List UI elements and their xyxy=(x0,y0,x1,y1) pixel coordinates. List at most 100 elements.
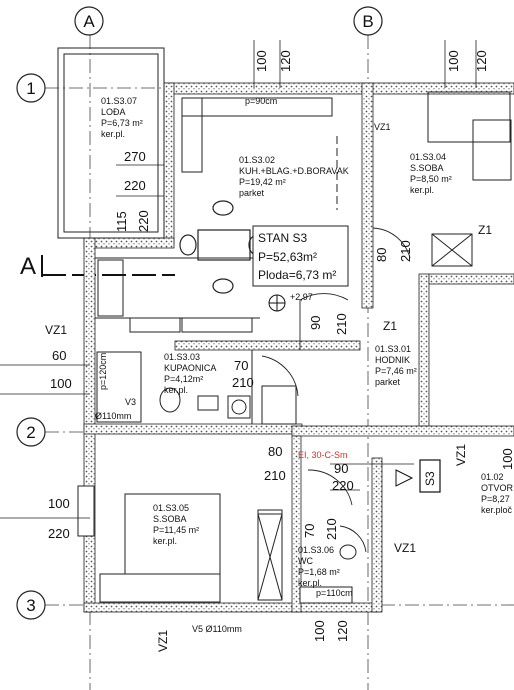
door-swings xyxy=(261,227,411,553)
section-line xyxy=(41,255,175,277)
svg-text:ker.pl.: ker.pl. xyxy=(153,536,177,546)
svg-text:P=1,68 m²: P=1,68 m² xyxy=(298,567,340,577)
sofa xyxy=(181,97,333,173)
stan-loda-area: Ploda=6,73 m² xyxy=(258,268,336,282)
windows xyxy=(77,485,353,604)
svg-text:LOĐA: LOĐA xyxy=(101,107,126,117)
svg-text:ker.ploč: ker.ploč xyxy=(481,505,513,515)
room-otvor: 01.02 OTVOR P=8,27 ker.ploč xyxy=(481,472,514,515)
svg-text:ker.pl.: ker.pl. xyxy=(298,578,322,588)
stan-area: P=52,63m² xyxy=(258,250,317,264)
s3-tag-box xyxy=(419,459,441,493)
room-loda: 01.S3.07 LOĐA P=6,73 m² ker.pl. xyxy=(101,96,143,139)
mark-vz1-c: VZ1 xyxy=(454,444,468,466)
svg-text:01.S3.05: 01.S3.05 xyxy=(153,503,189,513)
svg-text:S.SOBA: S.SOBA xyxy=(153,514,187,524)
mark-fire-rating: EI, 30-C-Sm xyxy=(298,450,348,460)
dim-220-c: 220 xyxy=(332,478,354,493)
mark-p120: p=120cm xyxy=(98,353,108,390)
dim-60: 60 xyxy=(52,348,66,363)
dim-90: 90 xyxy=(308,316,323,330)
loggia-outline xyxy=(57,47,165,239)
svg-text:OTVOR: OTVOR xyxy=(481,483,514,493)
grid-label-a: A xyxy=(83,12,95,31)
room-wc: 01.S3.06 WC P=1,68 m² ker.pl. xyxy=(298,545,340,588)
svg-text:P=8,50 m²: P=8,50 m² xyxy=(410,174,452,184)
bedroom-furniture xyxy=(99,91,512,603)
mark-p90: p=90cm xyxy=(245,96,277,106)
svg-text:01.S3.03: 01.S3.03 xyxy=(164,352,200,362)
dim-270: 270 xyxy=(124,149,146,164)
svg-text:P=11,45 m²: P=11,45 m² xyxy=(153,525,199,535)
svg-text:01.S3.07: 01.S3.07 xyxy=(101,96,137,106)
svg-text:01.S3.06: 01.S3.06 xyxy=(298,545,334,555)
svg-text:01.S3.04: 01.S3.04 xyxy=(410,152,446,162)
dim-70: 70 xyxy=(234,358,248,373)
dim-top-100: 100 xyxy=(254,50,269,72)
svg-text:HODNIK: HODNIK xyxy=(375,355,410,365)
mark-vz1-a: VZ1 xyxy=(45,323,67,337)
stan-box xyxy=(252,225,349,287)
svg-text:01.S3.02: 01.S3.02 xyxy=(239,155,275,165)
room-bath: 01.S3.03 KUPAONICA P=4,12m² ker.pl. xyxy=(164,352,216,395)
mark-vz1-d: VZ1 xyxy=(394,541,416,555)
mark-s3: S3 xyxy=(423,471,437,486)
svg-text:P=19,42 m²: P=19,42 m² xyxy=(239,177,286,187)
room-soba-1: 01.S3.04 S.SOBA P=8,50 m² ker.pl. xyxy=(410,152,452,195)
dining-table xyxy=(179,200,266,294)
mark-d110: Ø110mm xyxy=(95,411,131,421)
grid-label-b: B xyxy=(362,12,373,31)
mark-v3: V3 xyxy=(125,397,136,407)
svg-text:P=8,27: P=8,27 xyxy=(481,494,510,504)
svg-text:KUPAONICA: KUPAONICA xyxy=(164,363,216,373)
dim-70-b: 70 xyxy=(302,524,317,538)
bathroom-fixtures xyxy=(96,351,357,560)
dim-210-e: 210 xyxy=(324,518,339,540)
stan-title: STAN S3 xyxy=(258,231,307,245)
mark-z1-a: Z1 xyxy=(478,223,492,237)
arrow-icon xyxy=(395,469,414,487)
svg-text:parket: parket xyxy=(239,188,265,198)
dimension-lines xyxy=(0,40,477,519)
dim-100-b: 100 xyxy=(48,496,70,511)
svg-text:WC: WC xyxy=(298,556,313,566)
room-kitchen: 01.S3.02 KUH.+BLAG.+D.BORAVAK P=19,42 m²… xyxy=(239,155,349,198)
mark-p110: p=110cm xyxy=(316,588,353,598)
dim-90-b: 90 xyxy=(334,461,348,476)
dim-top-120: 120 xyxy=(278,50,293,72)
partitions xyxy=(95,136,338,424)
room-soba-2: 01.S3.05 S.SOBA P=11,45 m² ker.pl. xyxy=(153,503,199,546)
dim-top-120-b: 120 xyxy=(474,50,489,72)
svg-text:S.SOBA: S.SOBA xyxy=(410,163,444,173)
grid-bubbles xyxy=(16,6,383,620)
dim-100: 100 xyxy=(50,376,72,391)
dim-210: 210 xyxy=(398,240,413,262)
section-label: A xyxy=(20,253,36,280)
dim-bottom-120: 120 xyxy=(335,620,350,642)
svg-text:P=7,46 m²: P=7,46 m² xyxy=(375,366,417,376)
grid-label-2: 2 xyxy=(26,423,35,442)
svg-text:parket: parket xyxy=(375,377,401,387)
mark-vz1-b: VZ1 xyxy=(374,122,391,132)
mark-v5: V5 Ø110mm xyxy=(192,624,242,634)
room-hall: 01.S3.01 HODNIK P=7,46 m² parket xyxy=(375,344,417,387)
dim-bottom-100: 100 xyxy=(312,620,327,642)
dim-210-b: 210 xyxy=(334,313,349,335)
grid-label-1: 1 xyxy=(26,79,35,98)
svg-text:ker.pl.: ker.pl. xyxy=(410,185,434,195)
svg-text:P=4,12m²: P=4,12m² xyxy=(164,374,203,384)
dim-80: 80 xyxy=(374,248,389,262)
dim-80-b: 80 xyxy=(268,444,282,459)
mark-level: +2,97 xyxy=(290,292,313,302)
dim-220-b: 220 xyxy=(136,210,151,232)
svg-text:01.02: 01.02 xyxy=(481,472,504,482)
dim-100-c: 100 xyxy=(500,448,514,470)
level-marker xyxy=(268,294,286,312)
svg-text:P=6,73 m²: P=6,73 m² xyxy=(101,118,143,128)
dim-220-d: 220 xyxy=(48,526,70,541)
grid-label-3: 3 xyxy=(26,596,35,615)
walls xyxy=(83,82,514,613)
mark-z1-b: Z1 xyxy=(383,319,397,333)
